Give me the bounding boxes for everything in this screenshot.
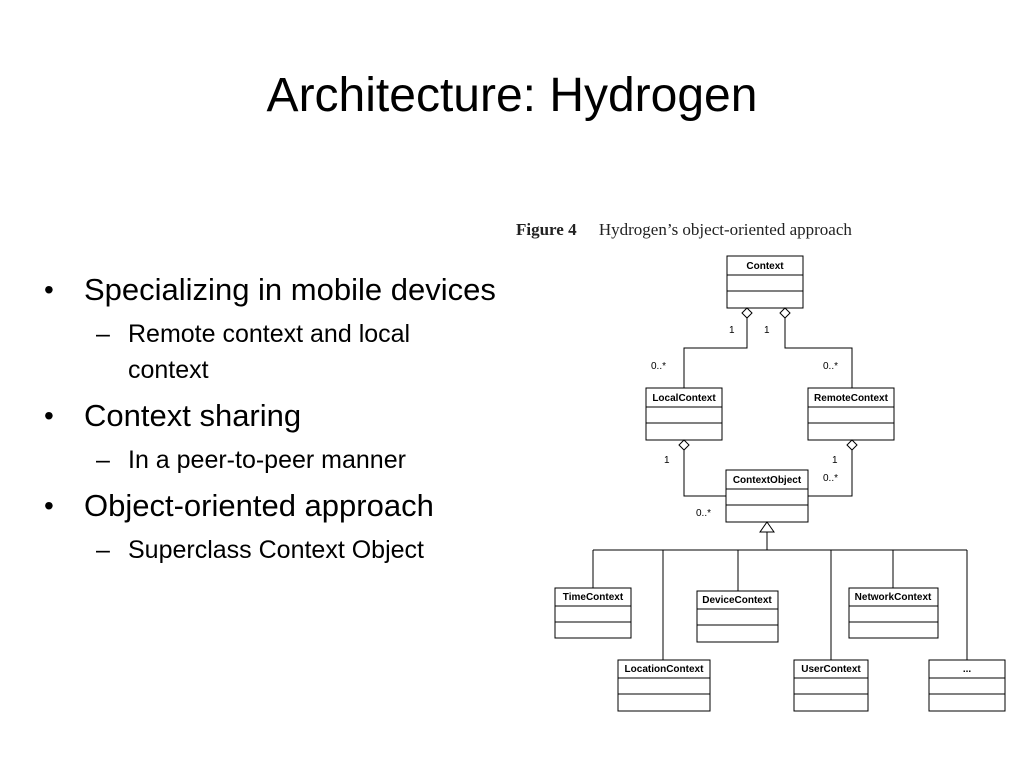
figure-number: Figure 4 xyxy=(516,220,577,239)
bullet-dot: • xyxy=(44,490,54,521)
figure-caption: Figure 4 Hydrogen’s object-oriented appr… xyxy=(516,220,852,240)
multiplicity-label: 1 xyxy=(729,325,735,336)
bullet-item: • Object-oriented approach xyxy=(44,486,564,526)
class-name-networkcontext: NetworkContext xyxy=(855,592,932,603)
sub-bullet-text: In a peer-to-peer manner xyxy=(128,446,406,474)
class-box-remotecontext xyxy=(807,387,895,441)
multiplicity-label: 1 xyxy=(664,455,670,466)
slide-title: Architecture: Hydrogen xyxy=(266,69,758,122)
sub-bullet-dash: – xyxy=(96,536,110,564)
class-name-devicecontext: DeviceContext xyxy=(702,595,772,606)
bullet-text: Specializing in mobile devices xyxy=(84,272,496,307)
figure-caption-text: Hydrogen’s object-oriented approach xyxy=(598,220,852,239)
class-box-more xyxy=(928,659,1006,712)
sub-bullet-text: Remote context and local context xyxy=(128,320,411,384)
class-name-context: Context xyxy=(746,261,784,272)
class-name-locationcontext: LocationContext xyxy=(625,664,705,675)
sub-bullet-item: – In a peer-to-peer manner xyxy=(44,442,564,478)
class-box-devicecontext xyxy=(696,590,779,643)
class-box-locationcontext xyxy=(617,659,711,712)
multiplicity-label: 0..* xyxy=(823,473,838,484)
multiplicity-label: 1 xyxy=(832,455,838,466)
class-box-localcontext xyxy=(645,387,723,441)
class-name-timecontext: TimeContext xyxy=(563,592,624,603)
sub-bullet-item: – Superclass Context Object xyxy=(44,532,564,568)
class-name-localcontext: LocalContext xyxy=(652,393,716,404)
aggregation-diamond xyxy=(678,439,690,451)
aggregation-diamond xyxy=(741,307,753,319)
aggregation-diamond xyxy=(779,307,791,319)
bullet-dot: • xyxy=(44,274,54,305)
class-box-networkcontext xyxy=(848,587,939,639)
bullet-dot: • xyxy=(44,400,54,431)
class-name-remotecontext: RemoteContext xyxy=(814,393,889,404)
inheritance-triangle xyxy=(759,521,775,533)
multiplicity-label: 0..* xyxy=(696,508,711,519)
class-box-context xyxy=(726,255,804,309)
multiplicity-label: 1 xyxy=(764,325,770,336)
class-name-more: ... xyxy=(963,664,972,675)
class-name-contextobject: ContextObject xyxy=(733,475,802,486)
multiplicity-label: 0..* xyxy=(651,361,666,372)
class-box-timecontext xyxy=(554,587,632,639)
bullet-text: Context sharing xyxy=(84,398,302,433)
bullet-item: • Specializing in mobile devices xyxy=(44,270,564,310)
sub-bullet-dash: – xyxy=(96,446,110,474)
bullet-list: • Specializing in mobile devices – Remot… xyxy=(44,270,564,576)
class-name-usercontext: UserContext xyxy=(801,664,861,675)
aggregation-diamond xyxy=(846,439,858,451)
sub-bullet-item: – Remote context and local context xyxy=(44,316,564,388)
bullet-text: Object-oriented approach xyxy=(84,488,434,523)
multiplicity-label: 0..* xyxy=(823,361,838,372)
class-box-contextobject xyxy=(725,469,809,523)
sub-bullet-text: Superclass Context Object xyxy=(128,536,424,564)
class-box-usercontext xyxy=(793,659,869,712)
bullet-item: • Context sharing xyxy=(44,396,564,436)
sub-bullet-dash: – xyxy=(96,320,110,348)
